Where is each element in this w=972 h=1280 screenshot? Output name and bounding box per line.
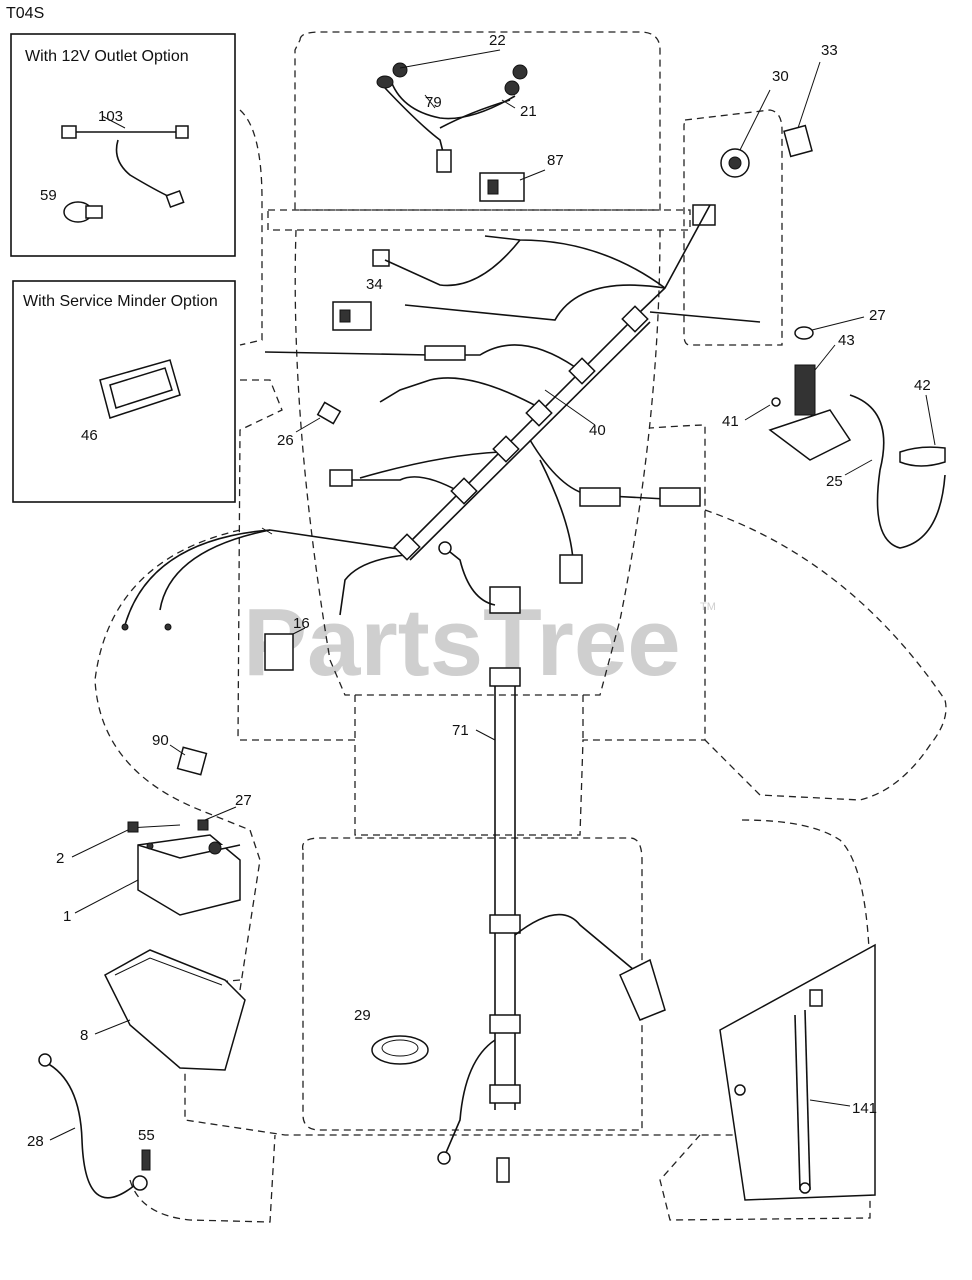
callout-label: 42	[914, 377, 931, 394]
callout-label: 79	[425, 94, 442, 111]
inset-service-minder: With Service Minder Option	[12, 280, 236, 503]
main-harness	[124, 204, 761, 626]
bracket-141	[719, 943, 876, 1201]
callout-label: 2	[56, 850, 64, 867]
watermark-tm: TM	[700, 601, 716, 613]
callout-label: 27	[235, 792, 252, 809]
part-29	[371, 1035, 429, 1065]
callout-label: 34	[366, 276, 383, 293]
components	[169, 61, 946, 776]
callout-label: 16	[293, 615, 310, 632]
watermark: PartsTree	[243, 589, 681, 696]
callout-label: 8	[80, 1027, 88, 1044]
callout-label: 27	[869, 307, 886, 324]
callout-labels: 22 79 21 33 30 87 103 59 34 27 43 42 41 …	[27, 32, 931, 1150]
headlight-harness	[376, 49, 528, 173]
callout-label: 26	[277, 432, 294, 449]
inset-12v-outlet: With 12V Outlet Option	[10, 33, 236, 257]
callout-label: 141	[852, 1100, 877, 1117]
callout-label: 22	[489, 32, 506, 49]
callout-label: 59	[40, 187, 57, 204]
callout-label: 41	[722, 413, 739, 430]
callout-label: 43	[838, 332, 855, 349]
callout-label: 46	[81, 427, 98, 444]
callout-label: 25	[826, 473, 843, 490]
callout-label: 55	[138, 1127, 155, 1144]
callout-label: 103	[98, 108, 123, 125]
tractor-outline	[94, 31, 947, 1223]
inset-12v-outlet-title: With 12V Outlet Option	[25, 48, 189, 65]
diagram-code: T04S	[6, 5, 44, 22]
callout-label: 30	[772, 68, 789, 85]
callout-label: 33	[821, 42, 838, 59]
callout-label: 90	[152, 732, 169, 749]
inset-service-minder-title: With Service Minder Option	[23, 293, 218, 310]
callout-label: 1	[63, 908, 71, 925]
callout-label: 40	[589, 422, 606, 439]
callout-label: 21	[520, 103, 537, 120]
battery-area	[38, 527, 273, 1199]
callout-label: 28	[27, 1133, 44, 1150]
callout-label: 71	[452, 722, 469, 739]
callout-label: 29	[354, 1007, 371, 1024]
callout-label: 87	[547, 152, 564, 169]
long-harness	[437, 541, 666, 1183]
